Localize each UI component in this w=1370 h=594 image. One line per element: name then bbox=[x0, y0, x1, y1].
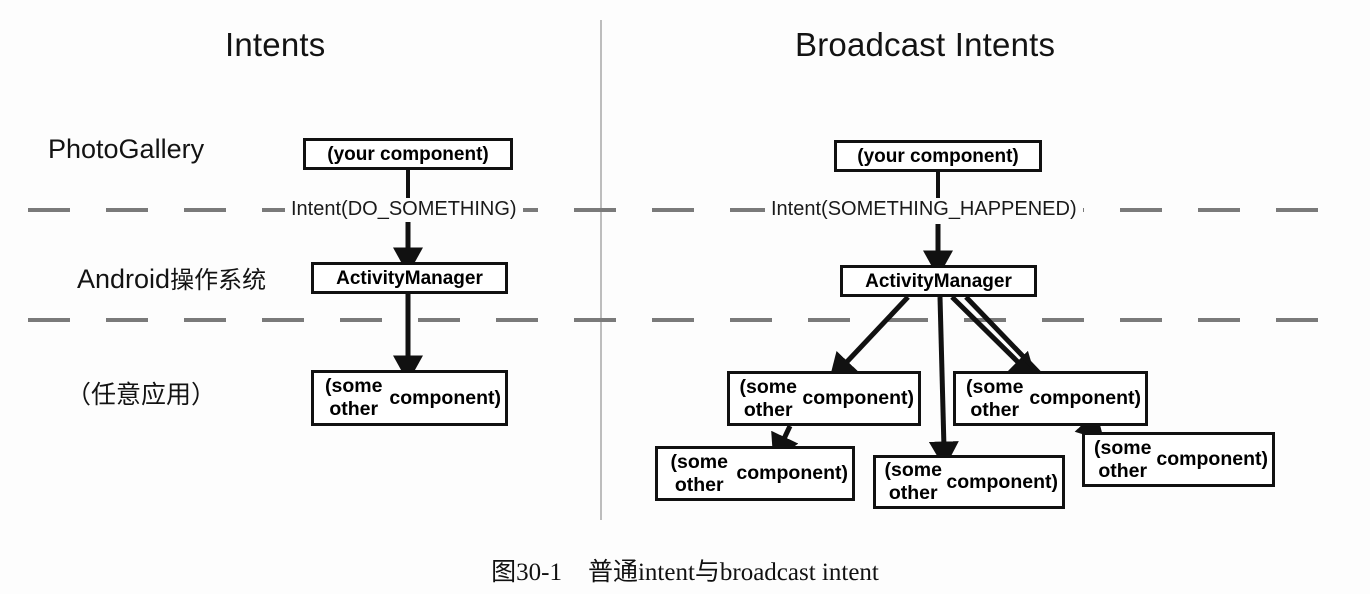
column-title-broadcast-intents: Broadcast Intents bbox=[795, 26, 1056, 63]
figure-caption: 图30-1 普通intent与broadcast intent bbox=[0, 552, 1370, 588]
intent-label-something-happened: Intent(SOMETHING_HAPPENED) bbox=[765, 198, 1083, 220]
layer-label-any-app: （任意应用） bbox=[66, 381, 217, 409]
layer-label-android-os: Android操作系统 bbox=[77, 260, 266, 295]
arrow-receiver-1-to-receiver-3 bbox=[771, 424, 799, 462]
box-right-activity-manager[interactable]: ActivityManager bbox=[840, 265, 1037, 297]
layer-label-photogallery: PhotoGallery bbox=[48, 134, 205, 164]
layer-separator-app-os bbox=[28, 208, 1346, 212]
layer-label-android-cjk: 操作系统 bbox=[170, 267, 267, 294]
column-title-intents: Intents bbox=[225, 26, 326, 63]
figure-caption-text: 普通intent与broadcast intent bbox=[587, 559, 879, 586]
arrow-fanout-to-receiver-2 bbox=[950, 295, 1037, 381]
layer-label-android-latin: Android bbox=[77, 264, 171, 294]
intent-label-do-something: Intent(DO_SOMETHING) bbox=[285, 198, 523, 220]
box-right-your-component[interactable]: (your component) bbox=[834, 140, 1042, 172]
arrow-fanout-to-receiver-1 bbox=[828, 295, 910, 381]
figure-caption-number: 图30-1 bbox=[491, 559, 562, 586]
box-left-activity-manager[interactable]: ActivityManager bbox=[311, 262, 508, 294]
column-divider bbox=[600, 20, 602, 520]
layer-separator-os-apps bbox=[28, 318, 1346, 322]
box-left-your-component[interactable]: (your component) bbox=[303, 138, 513, 170]
